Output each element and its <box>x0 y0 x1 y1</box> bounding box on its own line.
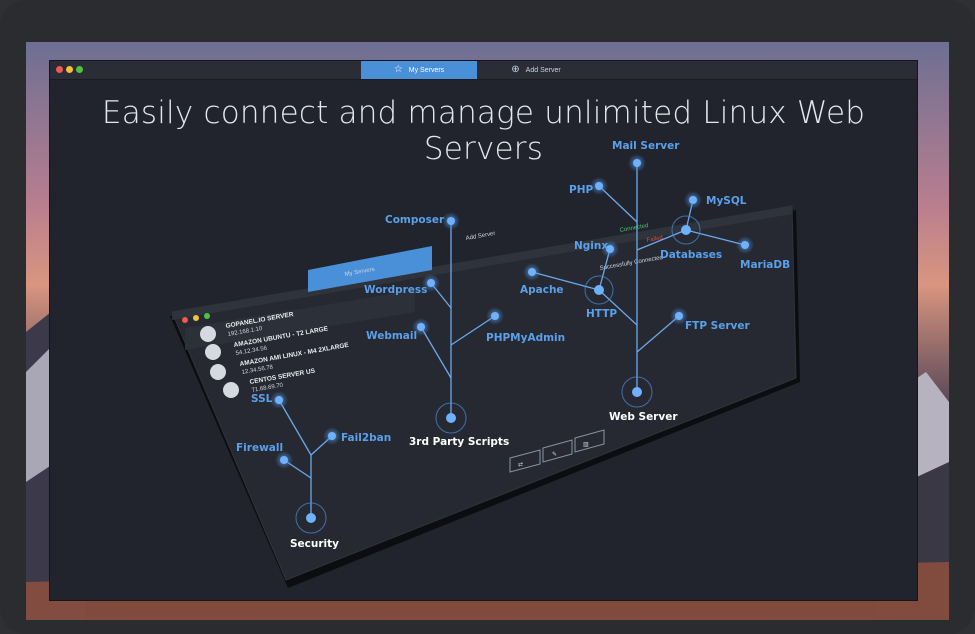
label-http: HTTP <box>586 308 617 320</box>
plus-circle-icon: ⊕ <box>511 64 520 75</box>
edit-icon: ✎ <box>552 451 557 458</box>
label-webmail: Webmail <box>366 330 417 342</box>
label-databases: Databases <box>660 249 722 261</box>
server-icon <box>210 364 226 380</box>
diagram-connectors <box>278 163 746 518</box>
node-mail-server <box>628 154 646 172</box>
title-bar: ☆ My Servers ⊕ Add Server <box>50 61 917 80</box>
inner-tab-my-servers-label: My Servers <box>344 267 375 278</box>
tab-my-servers[interactable]: ☆ My Servers <box>361 61 477 79</box>
label-phpmyadmin: PHPMyAdmin <box>486 332 565 344</box>
inner-close-button[interactable] <box>182 317 188 323</box>
node-fail2ban <box>323 427 341 445</box>
connect-icon: ⇄ <box>518 461 523 468</box>
label-firewall: Firewall <box>236 442 283 454</box>
minimize-button[interactable] <box>66 66 73 73</box>
label-php: PHP <box>569 184 593 196</box>
node-apache <box>523 263 541 281</box>
node-phpmyadmin <box>486 307 504 325</box>
node-nginx <box>601 240 619 258</box>
label-wordpress: Wordpress <box>364 284 427 296</box>
label-web-server: Web Server <box>609 411 678 423</box>
label-mariadb: MariaDB <box>740 259 790 271</box>
label-nginx: Nginx <box>574 240 608 252</box>
inner-tab-my-servers[interactable] <box>308 246 432 292</box>
node-webmail <box>412 318 430 336</box>
status-connected: Connected <box>619 223 649 234</box>
tab-add-server[interactable]: ⊕ Add Server <box>477 61 595 79</box>
inner-toolbar: ⇄ ✎ ▥ <box>509 429 605 473</box>
label-fail2ban: Fail2ban <box>341 432 391 444</box>
label-mail-server: Mail Server <box>612 140 680 152</box>
tab-my-servers-label: My Servers <box>408 66 445 74</box>
star-icon: ☆ <box>393 64 403 75</box>
node-wordpress <box>422 274 440 292</box>
server-ip: 12.34.56.78 <box>241 364 274 376</box>
label-ssl: SSL <box>251 393 273 405</box>
node-ftp-server <box>670 307 688 325</box>
edit-button[interactable] <box>542 439 573 463</box>
diagram-nodes <box>270 154 754 534</box>
trash-icon: ▥ <box>583 442 589 448</box>
label-apache: Apache <box>520 284 564 296</box>
server-icon <box>205 344 221 360</box>
server-icon <box>223 382 239 398</box>
label-mysql: MySQL <box>706 195 747 207</box>
inner-minimize-button[interactable] <box>193 315 199 321</box>
label-ftp-server: FTP Server <box>685 320 751 332</box>
connect-button[interactable] <box>509 449 541 473</box>
node-http <box>584 275 614 305</box>
node-third-party-scripts <box>435 402 467 434</box>
server-ip: 54.12.34.56 <box>235 345 268 357</box>
label-security: Security <box>290 538 339 550</box>
node-web-server <box>621 376 653 408</box>
tab-add-server-label: Add Server <box>525 66 561 74</box>
diagram-labels: Mail Server PHP Composer MySQL Nginx Dat… <box>236 140 790 550</box>
server-icon <box>200 326 216 342</box>
node-mysql <box>684 191 702 209</box>
zoom-button[interactable] <box>76 66 83 73</box>
page-headline: Easily connect and manage unlimited Linu… <box>101 95 866 167</box>
node-php <box>590 177 608 195</box>
server-ip: 71.68.69.70 <box>251 382 284 394</box>
inner-zoom-button[interactable] <box>204 313 210 319</box>
node-databases <box>671 215 701 245</box>
delete-button[interactable] <box>574 429 605 453</box>
node-ssl <box>270 391 288 409</box>
node-composer <box>442 212 460 230</box>
close-button[interactable] <box>56 66 63 73</box>
status-failed: Failed <box>646 235 663 244</box>
label-third-party-scripts: 3rd Party Scripts <box>409 436 509 448</box>
inner-tab-add-server-label: Add Server <box>465 231 496 242</box>
node-firewall <box>275 451 293 469</box>
node-mariadb <box>736 236 754 254</box>
inner-app-window: My Servers Add Server GOPANEL.IO SERVER … <box>170 205 800 588</box>
label-composer: Composer <box>385 214 445 226</box>
node-security <box>295 502 327 534</box>
